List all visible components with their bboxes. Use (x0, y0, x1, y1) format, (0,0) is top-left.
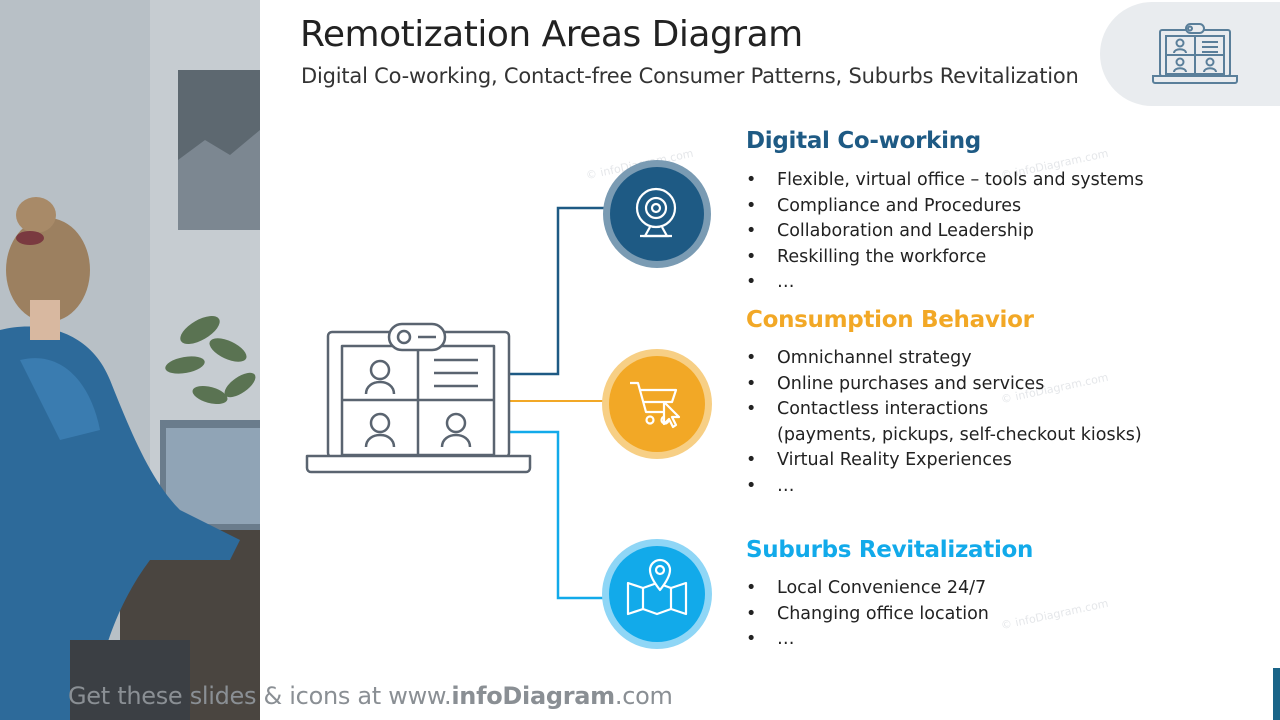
slide-title: Remotization Areas Diagram (300, 14, 803, 55)
footer-suffix: .com (614, 682, 673, 710)
section-title-coworking: Digital Co-working (746, 128, 981, 154)
list-item: … (746, 270, 1144, 296)
list-item: Collaboration and Leadership (746, 219, 1144, 245)
shopping-cart-icon (630, 381, 681, 429)
suburbs-list: Local Convenience 24/7 Changing office l… (746, 576, 989, 653)
laptop-video-call-icon (1152, 23, 1238, 84)
list-item: Flexible, virtual office – tools and sys… (746, 168, 1144, 194)
slide-subtitle: Digital Co-working, Contact-free Consume… (301, 64, 1079, 88)
list-item: Changing office location (746, 602, 989, 628)
list-item: Compliance and Procedures (746, 194, 1144, 220)
consumption-list: Omnichannel strategy Online purchases an… (746, 346, 1142, 500)
list-item: Virtual Reality Experiences (746, 448, 1142, 474)
consumption-circle (602, 349, 712, 459)
list-item: Contactless interactions (746, 397, 1142, 423)
coworking-circle (603, 160, 711, 268)
list-item: Local Convenience 24/7 (746, 576, 989, 602)
list-item-continuation: (payments, pickups, self-checkout kiosks… (777, 424, 1142, 445)
list-item: Omnichannel strategy (746, 346, 1142, 372)
laptop-video-call-icon (305, 322, 532, 474)
suburbs-circle (602, 539, 712, 649)
footer-credit: Get these slides & icons at www.infoDiag… (68, 682, 673, 710)
list-item: … (746, 474, 1142, 500)
accent-bar (1273, 668, 1280, 720)
footer-prefix: Get these slides & icons at www. (68, 682, 452, 710)
photo-woman-at-laptop (0, 0, 260, 720)
list-item: … (746, 627, 989, 653)
section-title-suburbs: Suburbs Revitalization (746, 537, 1034, 563)
list-item: Reskilling the workforce (746, 245, 1144, 271)
connector-suburbs (510, 430, 605, 600)
map-pin-icon (626, 558, 688, 616)
webcam-icon (635, 187, 677, 238)
section-title-consumption: Consumption Behavior (746, 307, 1034, 333)
footer-brand: infoDiagram (451, 682, 615, 710)
coworking-list: Flexible, virtual office – tools and sys… (746, 168, 1144, 296)
list-item: Online purchases and services (746, 372, 1142, 398)
connector-coworking (510, 206, 605, 376)
